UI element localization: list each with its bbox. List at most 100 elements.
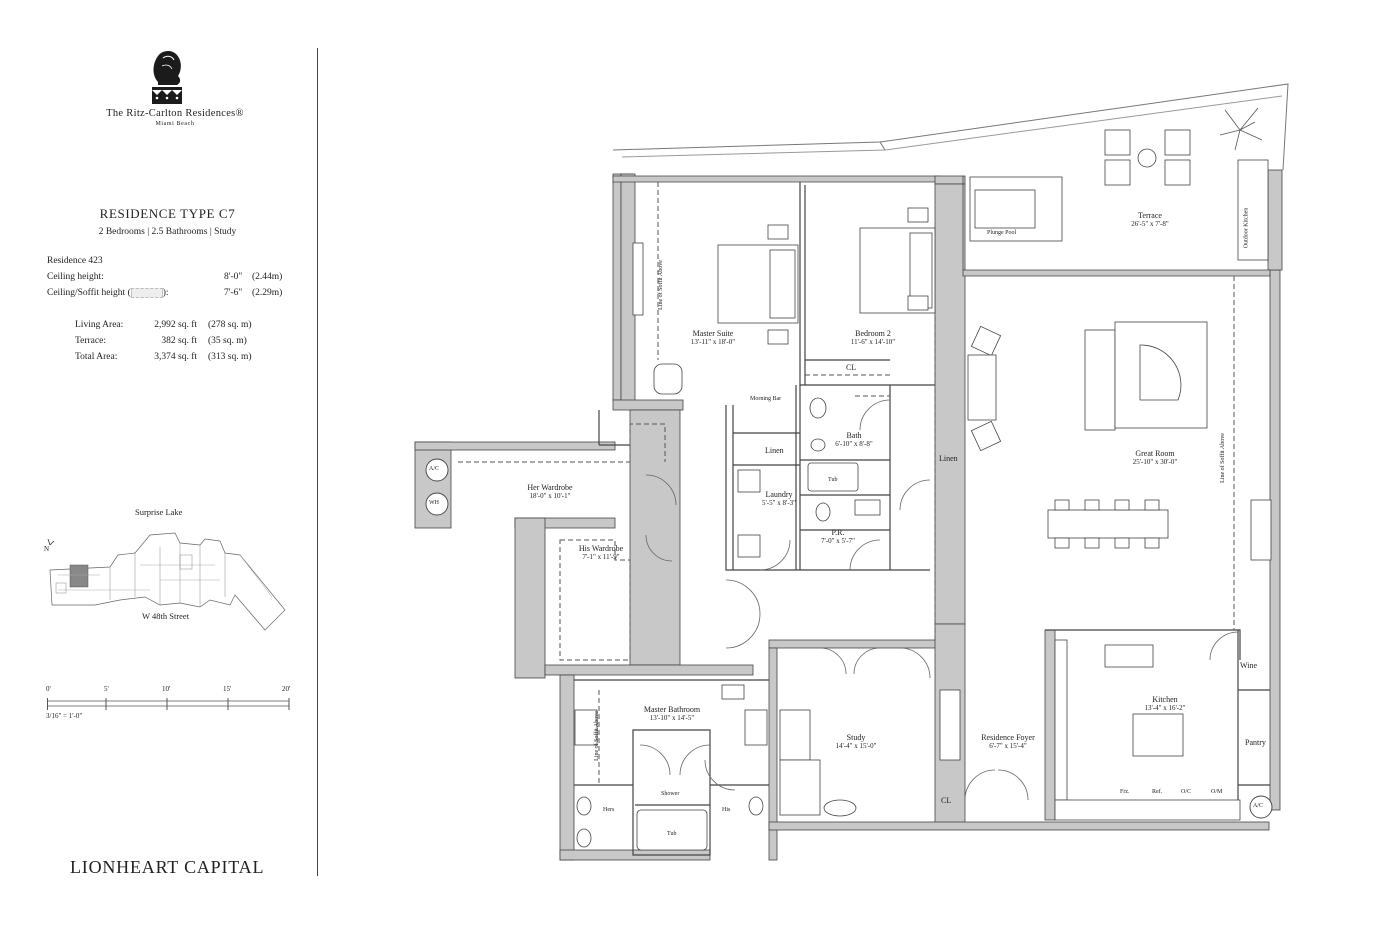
room-dims: 13'-4" x 16'-2" xyxy=(1144,704,1186,712)
pantry-label: Pantry xyxy=(1245,738,1266,747)
scale-tick: 5' xyxy=(104,685,109,693)
tub-label: Tub xyxy=(667,831,677,837)
closet-label: CL xyxy=(846,363,857,372)
water-heater-label: WH xyxy=(429,500,439,506)
lion-logo xyxy=(144,46,190,106)
room-name: Terrace xyxy=(1138,211,1162,220)
room-dims: 25'-10" x 30'-0" xyxy=(1132,458,1178,466)
room-dims: 13'-11" x 18'-0" xyxy=(690,338,736,346)
room-name: Laundry xyxy=(765,490,793,499)
oven-label: O/C xyxy=(1181,789,1192,795)
ceiling-m: (2.44m) xyxy=(252,272,283,282)
room-residence-foyer: Residence Foyer 6'-7" x 15'-4" xyxy=(970,733,1046,751)
shower-label: Shower xyxy=(661,791,680,797)
room-dims: 7'-1" x 11'-9" xyxy=(582,553,620,561)
area-sqft: 3,374 sq. ft xyxy=(154,352,197,362)
scale-tick: 10' xyxy=(162,685,171,693)
room-his-wardrobe: His Wardrobe 7'-1" x 11'-9" xyxy=(566,544,636,562)
room-dims: 14'-4" x 15'-0" xyxy=(835,742,877,750)
room-kitchen: Kitchen 13'-4" x 16'-2" xyxy=(1130,695,1200,713)
closet-label: CL xyxy=(941,796,952,805)
soffit-ft: 7'-6" xyxy=(224,288,243,298)
residence-title: RESIDENCE TYPE C7 xyxy=(99,206,236,221)
scale-tick: 20' xyxy=(282,685,291,693)
keyplan-top-label: Surprise Lake xyxy=(135,507,183,517)
soffit-label: Ceiling/Soffit height (): xyxy=(47,285,169,301)
room-terrace: Terrace 26'-5" x 7'-8" xyxy=(1115,211,1185,229)
room-laundry: Laundry 5'-5" x 8'-3" xyxy=(757,490,801,508)
scale-tick: 0' xyxy=(46,685,51,693)
room-dims: 26'-5" x 7'-8" xyxy=(1131,220,1169,228)
room-bedroom2: Bedroom 2 11'-6" x 14'-10" xyxy=(843,329,903,347)
residence-number: Residence 423 xyxy=(47,256,103,266)
soffit-label-text: Ceiling/Soffit height ( xyxy=(47,288,131,298)
key-plan-map xyxy=(40,525,300,635)
redacted-mark xyxy=(130,287,163,298)
room-name: P.R. xyxy=(831,528,845,537)
area-sqm: (278 sq. m) xyxy=(208,320,252,330)
room-master-bathroom: Master Bathroom 13'-10" x 14'-5" xyxy=(632,705,712,723)
room-her-wardrobe: Her Wardrobe 18'-0" x 10'-1" xyxy=(510,483,590,501)
room-dims: 18'-0" x 10'-1" xyxy=(529,492,571,500)
room-name: Master Suite xyxy=(692,329,734,338)
morning-bar-label: Morning Bar xyxy=(750,396,782,402)
room-dims: 11'-6" x 14'-10" xyxy=(850,338,896,346)
soffit-m: (2.29m) xyxy=(252,288,283,298)
wine-label: Wine xyxy=(1240,661,1258,670)
room-name: Bedroom 2 xyxy=(855,329,891,338)
hers-label: Hers xyxy=(603,807,615,813)
room-name: His Wardrobe xyxy=(578,544,624,553)
room-name: Kitchen xyxy=(1152,695,1178,704)
microwave-label: O/M xyxy=(1211,789,1223,795)
area-sqm: (35 sq. m) xyxy=(208,336,247,346)
linen-label: Linen xyxy=(765,446,784,455)
panel-divider xyxy=(317,48,318,876)
outdoor-kitchen-label: Outdoor Kitchen xyxy=(1243,207,1250,249)
scale-bar xyxy=(47,697,290,710)
area-label: Total Area: xyxy=(75,352,118,362)
footer-brand: LIONHEART CAPITAL xyxy=(70,857,265,877)
soffit-line-label: Line of Soffit Above xyxy=(1219,433,1226,483)
soffit-label-end: ): xyxy=(162,288,169,298)
fridge-label: Ref. xyxy=(1152,789,1163,795)
scale-tick: 15' xyxy=(223,685,232,693)
room-name: Great Room xyxy=(1135,449,1175,458)
room-dims: 13'-10" x 14'-5" xyxy=(649,714,695,722)
ceiling-label: Ceiling height: xyxy=(47,272,104,282)
brand-location: Miami Beach xyxy=(155,121,195,127)
room-study: Study 14'-4" x 15'-0" xyxy=(826,733,886,751)
room-dims: 6'-10" x 8'-8" xyxy=(835,440,873,448)
soffit-line-label: Line of Soffit Above xyxy=(657,260,664,310)
room-name: Study xyxy=(846,733,866,742)
ac-label: A/C xyxy=(429,466,440,472)
area-sqft: 2,992 sq. ft xyxy=(154,320,197,330)
room-name: Master Bathroom xyxy=(643,705,701,714)
soffit-line-label: Line of Soffit Above xyxy=(593,711,600,761)
room-name: Bath xyxy=(846,431,862,440)
room-great-room: Great Room 25'-10" x 30'-0" xyxy=(1120,449,1190,467)
keyplan-bottom-label: W 48th Street xyxy=(142,611,190,621)
north-label: N xyxy=(44,545,50,553)
brand-name: The Ritz-Carlton Residences® xyxy=(106,108,244,119)
area-sqft: 382 sq. ft xyxy=(161,336,197,346)
room-master-suite: Master Suite 13'-11" x 18'-0" xyxy=(683,329,743,347)
area-label: Terrace: xyxy=(75,336,106,346)
ac-label: A/C xyxy=(1253,803,1264,809)
room-pr: P.R. 7'-0" x 5'-7" xyxy=(808,528,868,546)
room-bath: Bath 6'-10" x 8'-8" xyxy=(824,431,884,449)
residence-subtitle: 2 Bedrooms | 2.5 Bathrooms | Study xyxy=(98,227,237,237)
area-label: Living Area: xyxy=(75,320,124,330)
room-name: Residence Foyer xyxy=(981,733,1035,742)
room-dims: 6'-7" x 15'-4" xyxy=(989,742,1027,750)
room-dims: 7'-0" x 5'-7" xyxy=(821,537,855,545)
plunge-pool-label: Plunge Pool xyxy=(987,230,1017,236)
area-sqm: (313 sq. m) xyxy=(208,352,252,362)
his-label: His xyxy=(722,807,731,813)
tub-label: Tub xyxy=(828,477,838,483)
scale-note: 3/16" = 1'-0" xyxy=(46,712,83,720)
room-dims: 5'-5" x 8'-3" xyxy=(762,499,796,507)
linen-label: Linen xyxy=(939,454,958,463)
room-name: Her Wardrobe xyxy=(527,483,573,492)
freezer-label: Frz. xyxy=(1120,789,1130,795)
